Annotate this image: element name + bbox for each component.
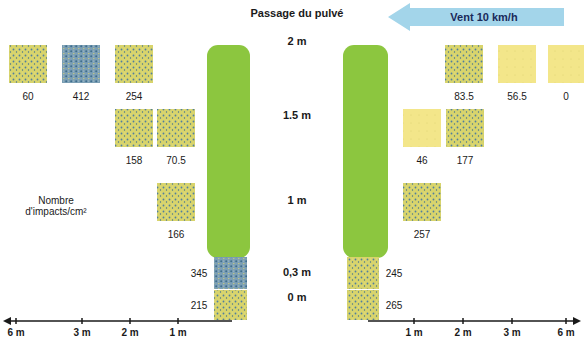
axis-arrowhead	[3, 317, 11, 325]
water-sensitive-paper	[62, 45, 100, 83]
impact-count: 257	[414, 229, 431, 240]
water-sensitive-paper	[214, 290, 247, 320]
vine-row	[207, 45, 250, 258]
impact-count: 0	[563, 91, 569, 102]
water-sensitive-paper	[115, 45, 153, 83]
impact-count: 177	[457, 155, 474, 166]
impact-count: 70.5	[166, 155, 185, 166]
impact-count: 60	[22, 91, 33, 102]
water-sensitive-paper	[347, 290, 379, 320]
impact-count: 56.5	[507, 91, 526, 102]
axis-arrowhead	[573, 317, 581, 325]
wind-arrow: Vent 10 km/h	[388, 3, 564, 31]
water-sensitive-paper	[548, 45, 584, 83]
axis-caption: Nombre d'impacts/cm²	[17, 195, 95, 217]
distance-label: 3 m	[73, 327, 90, 338]
vine-row	[343, 45, 388, 258]
water-sensitive-paper	[498, 45, 536, 83]
distance-label: 2 m	[121, 327, 138, 338]
impact-count: 166	[168, 229, 185, 240]
impact-count: 265	[386, 300, 403, 311]
water-sensitive-paper	[347, 257, 379, 289]
impact-count: 345	[191, 268, 208, 279]
water-sensitive-paper	[157, 183, 195, 221]
water-sensitive-paper	[403, 183, 441, 221]
water-sensitive-paper	[9, 45, 47, 83]
water-sensitive-paper	[115, 109, 153, 147]
impact-count: 46	[416, 155, 427, 166]
impact-count: 83.5	[454, 91, 473, 102]
impact-count: 412	[73, 91, 90, 102]
height-label: 0 m	[288, 291, 307, 303]
distance-label: 6 m	[557, 327, 574, 338]
height-label: 0,3 m	[283, 266, 311, 278]
wind-label: Vent 10 km/h	[388, 3, 564, 31]
distance-label: 2 m	[454, 327, 471, 338]
distance-label: 3 m	[503, 327, 520, 338]
height-label: 1 m	[288, 194, 307, 206]
impact-count: 245	[386, 268, 403, 279]
diagram-title: Passage du pulvé	[251, 7, 344, 19]
distance-label: 1 m	[169, 327, 186, 338]
impact-count: 254	[126, 91, 143, 102]
water-sensitive-paper	[446, 109, 484, 147]
distance-axis	[8, 318, 576, 324]
impact-count: 215	[191, 300, 208, 311]
impact-count: 158	[126, 155, 143, 166]
arrow-body	[388, 3, 564, 31]
distance-label: 6 m	[7, 327, 24, 338]
height-label: 1.5 m	[283, 109, 311, 121]
water-sensitive-paper	[445, 45, 483, 83]
water-sensitive-paper	[157, 109, 195, 147]
water-sensitive-paper	[214, 257, 247, 289]
height-label: 2 m	[288, 35, 307, 47]
distance-label: 1 m	[405, 327, 422, 338]
water-sensitive-paper	[403, 109, 441, 147]
